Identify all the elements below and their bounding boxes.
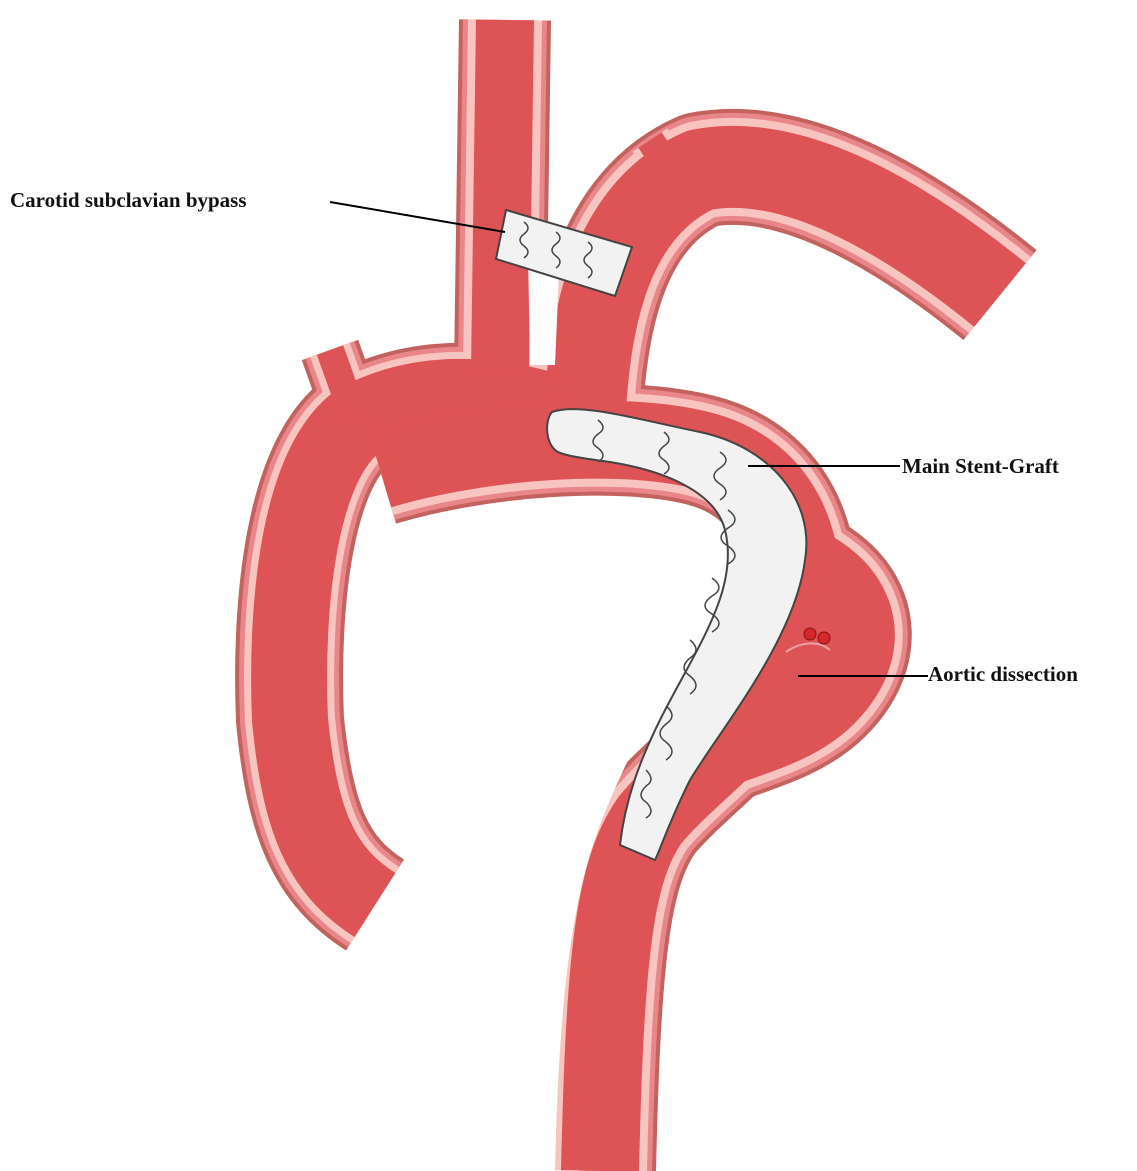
dissection-clot-a bbox=[804, 628, 816, 640]
label-aortic-dissection: Aortic dissection bbox=[928, 664, 1078, 685]
label-carotid-subclavian-bypass: Carotid subclavian bypass bbox=[10, 190, 247, 211]
left-carotid-lumen bbox=[500, 20, 505, 370]
vessel-layers bbox=[289, 20, 1000, 1171]
label-main-stent-graft: Main Stent-Graft bbox=[902, 456, 1059, 477]
dissection-clot-b bbox=[818, 632, 830, 644]
left-subclavian-lumen bbox=[585, 167, 1000, 410]
